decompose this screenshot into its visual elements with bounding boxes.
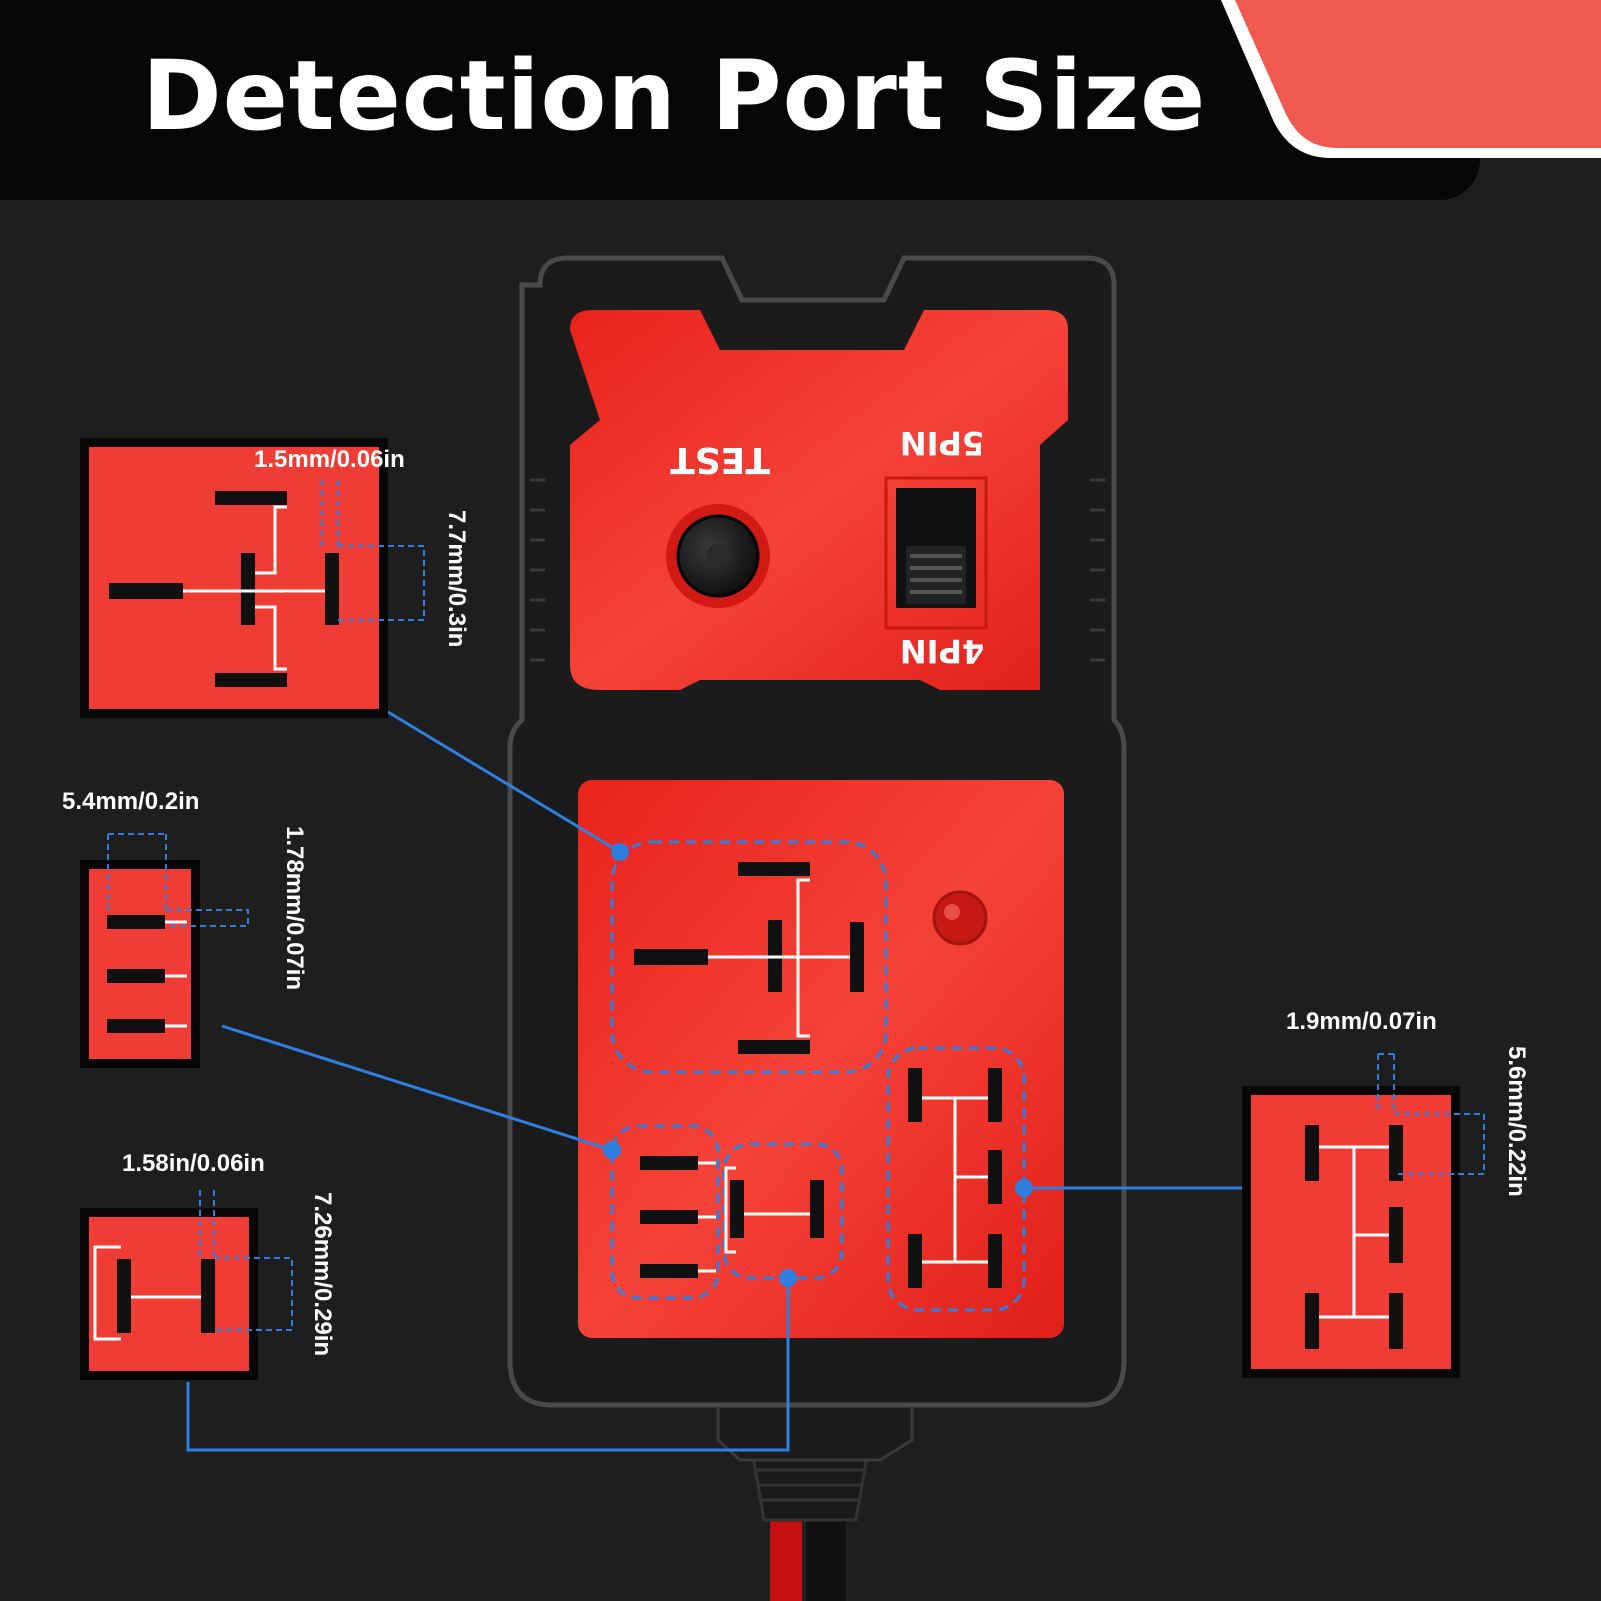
inset-mini-3pin (80, 860, 200, 1068)
page-title: Detection Port Size (142, 40, 1207, 152)
upper-panel (570, 310, 1068, 690)
width-label-mini-3pin: 5.4mm/0.2in (62, 788, 200, 815)
height-label-micro-5pin: 5.6mm/0.22in (1503, 1046, 1530, 1197)
height-label-large-5pin: 7.7mm/0.3in (443, 510, 470, 648)
switch-5pin-label: 5PIN (900, 424, 984, 462)
socket-mini-3pin (610, 1124, 720, 1300)
socket-large-5pin (610, 840, 888, 1074)
callout-dots (603, 843, 1033, 1287)
dim-guide-2pin (199, 1190, 293, 1331)
title-banner (0, 0, 1480, 200)
dim-guide-micro-5pin (1377, 1053, 1485, 1175)
housing-grip (530, 478, 1105, 662)
height-label-2pin: 7.26mm/0.29in (309, 1192, 336, 1357)
switch-4pin-label: 4PIN (900, 632, 984, 670)
status-led (932, 890, 988, 946)
pin-mode-switch[interactable] (884, 476, 988, 630)
test-button[interactable] (666, 504, 770, 608)
test-button-label: TEST (670, 439, 770, 480)
accent-corner-shape (1221, 0, 1601, 158)
width-label-2pin: 1.58in/0.06in (122, 1150, 265, 1177)
inset-2pin (80, 1208, 258, 1380)
width-label-large-5pin: 1.5mm/0.06in (254, 446, 405, 473)
inset-large-5pin (80, 438, 388, 718)
width-label-micro-5pin: 1.9mm/0.07in (1286, 1008, 1437, 1035)
dim-guide-mini-3pin (107, 833, 249, 927)
height-label-mini-3pin: 1.78mm/0.07in (281, 826, 308, 991)
callout-lines (186, 710, 1242, 1452)
cable (716, 1396, 914, 1601)
inset-micro-5pin (1242, 1086, 1460, 1378)
dim-guide-large-5pin (321, 480, 425, 621)
